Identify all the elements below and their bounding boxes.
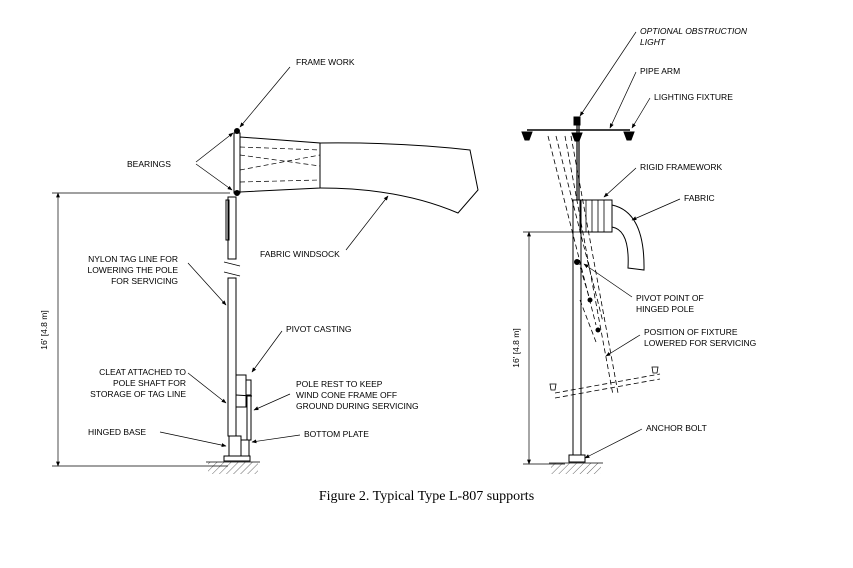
label-position-line-1: POSITION OF FIXTURE bbox=[644, 327, 738, 337]
label-obstruction-line-2: LIGHT bbox=[640, 37, 666, 47]
left-height-dimension bbox=[52, 192, 230, 467]
label-fabric-windsock: FABRIC WINDSOCK bbox=[260, 249, 340, 259]
label-pole-rest-line-1: POLE REST TO KEEP bbox=[296, 379, 383, 389]
label-obstruction-line-1: OPTIONAL OBSTRUCTION bbox=[640, 26, 748, 36]
label-nylon-line-3: FOR SERVICING bbox=[111, 276, 178, 286]
rigid-framework bbox=[579, 199, 613, 233]
right-fabric bbox=[611, 204, 645, 271]
label-frame-work: FRAME WORK bbox=[296, 57, 355, 67]
right-ground bbox=[551, 463, 601, 474]
label-lighting-fixture: LIGHTING FIXTURE bbox=[654, 92, 733, 102]
left-pole-lower bbox=[227, 277, 237, 437]
label-right-height: 16' [4.8 m] bbox=[511, 328, 521, 367]
right-height-dimension bbox=[523, 231, 585, 465]
label-pivot-line-2: HINGED POLE bbox=[636, 304, 694, 314]
label-anchor-bolt: ANCHOR BOLT bbox=[646, 423, 707, 433]
label-cleat-line-1: CLEAT ATTACHED TO bbox=[99, 367, 186, 377]
lowered-position bbox=[547, 135, 661, 399]
label-rigid-framework: RIGID FRAMEWORK bbox=[640, 162, 722, 172]
label-pole-rest-line-3: GROUND DURING SERVICING bbox=[296, 401, 419, 411]
label-cleat-line-2: POLE SHAFT FOR bbox=[113, 378, 186, 388]
label-pole-rest-line-2: WIND CONE FRAME OFF bbox=[296, 390, 397, 400]
pole-rest bbox=[246, 395, 252, 441]
pivot-casting bbox=[235, 374, 247, 408]
label-bottom-plate: BOTTOM PLATE bbox=[304, 429, 369, 439]
label-position-line-2: LOWERED FOR SERVICING bbox=[644, 338, 756, 348]
label-nylon-line-2: LOWERING THE POLE bbox=[87, 265, 178, 275]
label-cleat-line-3: STORAGE OF TAG LINE bbox=[90, 389, 186, 399]
label-fabric: FABRIC bbox=[684, 193, 715, 203]
lighting-fixture-left bbox=[521, 131, 533, 141]
label-pivot-line-1: PIVOT POINT OF bbox=[636, 293, 704, 303]
label-hinged-base: HINGED BASE bbox=[88, 427, 146, 437]
right-lighted-figure bbox=[521, 31, 681, 474]
hinged-base bbox=[228, 435, 242, 457]
bottom-plate bbox=[223, 455, 251, 462]
left-windsock-figure bbox=[52, 66, 479, 474]
windsock-fabric bbox=[319, 142, 479, 214]
label-pipe-arm: PIPE ARM bbox=[640, 66, 680, 76]
obstruction-light bbox=[573, 116, 581, 126]
label-left-height: 16' [4.8 m] bbox=[39, 310, 49, 349]
lighting-fixture-right bbox=[623, 131, 635, 141]
left-ground bbox=[208, 462, 258, 474]
figure-caption: Figure 2. Typical Type L-807 supports bbox=[318, 489, 535, 504]
left-frame bbox=[233, 132, 241, 194]
label-nylon-line-1: NYLON TAG LINE FOR bbox=[88, 254, 178, 264]
label-bearings: BEARINGS bbox=[127, 159, 171, 169]
left-pole-upper bbox=[227, 196, 237, 260]
label-pivot-casting: PIVOT CASTING bbox=[286, 324, 352, 334]
